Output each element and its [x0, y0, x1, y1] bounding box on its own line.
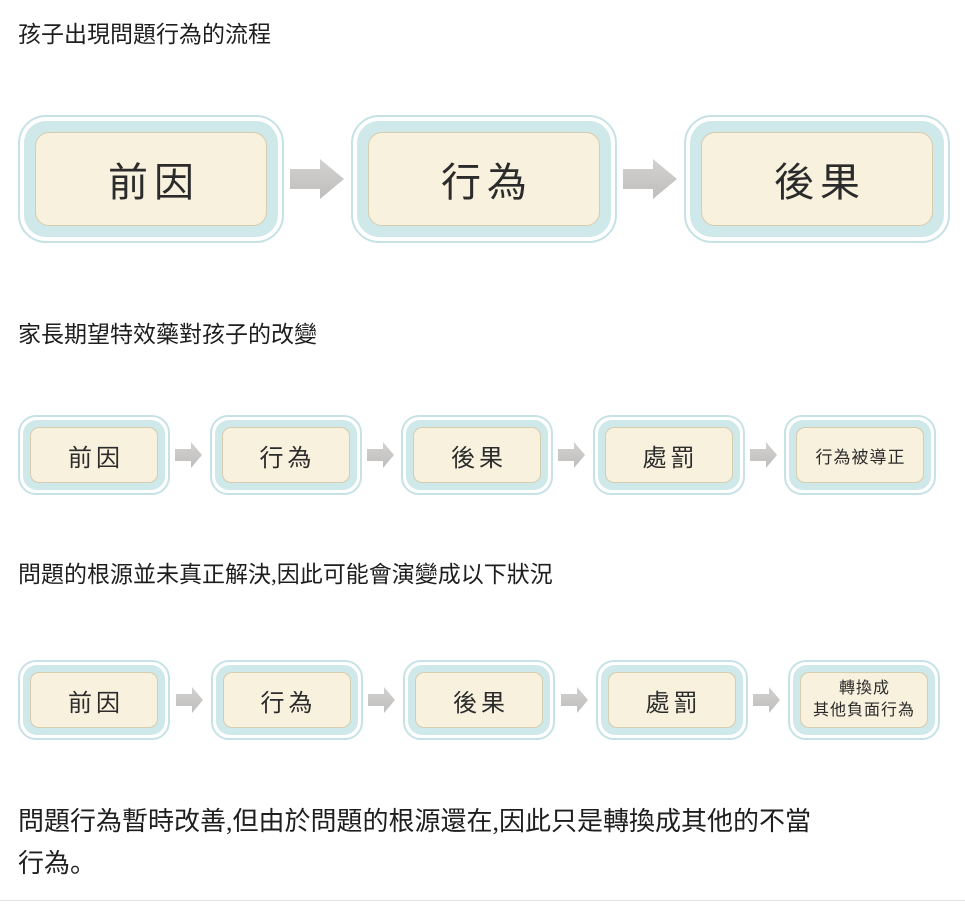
arrow-right-icon [289, 159, 344, 199]
flow-step-box-consequence: 後果 [684, 115, 950, 243]
box-inner: 行為被導正 [796, 427, 924, 483]
flow-step-label: 處罰 [645, 689, 702, 717]
box-inner: 前因 [30, 427, 158, 483]
arrow-right-icon [368, 687, 396, 713]
arrow-right-icon [749, 442, 777, 468]
arrow-right-icon [558, 442, 586, 468]
box-band: 行為被導正 [789, 420, 931, 490]
flow-step-box-antecedent: 前因 [18, 415, 170, 495]
flow-step-box-behavior: 行為 [209, 415, 362, 495]
box-inner: 行為 [368, 132, 600, 226]
box-band: 前因 [23, 420, 165, 490]
flow-step-label: 後果 [453, 689, 509, 717]
box-band: 處罰 [600, 665, 743, 735]
heading-flow-process: 孩子出現問題行為的流程 [18, 22, 271, 47]
flow-step-label: 處罰 [642, 444, 699, 472]
flow-step-box-consequence: 後果 [401, 415, 553, 495]
box-inner: 後果 [413, 427, 541, 483]
flow-step-box-corrected: 行為被導正 [784, 415, 936, 495]
bottom-divider [0, 900, 965, 901]
box-band: 後果 [690, 121, 944, 237]
box-band: 轉換成 其他負面行為 [793, 665, 935, 735]
heading-parent-expectation: 家長期望特效藥對孩子的改變 [18, 322, 317, 347]
flow-diagram-abc: 前因 行為 後果 [18, 115, 950, 243]
arrow-right-icon [622, 159, 677, 199]
arrow-right-icon [366, 442, 394, 468]
flow-step-label: 行為 [259, 444, 316, 472]
flow-step-box-behavior: 行為 [210, 660, 363, 740]
box-band: 前因 [24, 121, 278, 237]
flow-diagram-expected: 前因 行為 後果 處罰 [18, 415, 936, 495]
arrow-right-icon [175, 687, 203, 713]
footer-paragraph: 問題行為暫時改善,但由於問題的根源還在,因此只是轉換成其他的不當 行為。 [18, 807, 812, 878]
box-inner: 處罰 [607, 672, 736, 728]
flow-step-box-punishment: 處罰 [595, 660, 748, 740]
flow-step-box-consequence: 後果 [403, 660, 555, 740]
flow-diagram-actual: 前因 行為 後果 處罰 [18, 660, 940, 740]
box-inner: 後果 [701, 132, 933, 226]
box-inner: 後果 [415, 672, 543, 728]
box-inner: 前因 [30, 672, 158, 728]
box-inner: 行為 [222, 672, 351, 728]
box-inner: 行為 [221, 427, 350, 483]
flow-step-label: 行為 [260, 689, 317, 717]
box-band: 行為 [357, 121, 611, 237]
flow-step-box-negative-behavior: 轉換成 其他負面行為 [788, 660, 940, 740]
box-band: 前因 [23, 665, 165, 735]
heading-root-cause: 問題的根源並未真正解決,因此可能會演變成以下狀況 [18, 562, 553, 587]
flow-step-label: 行為 [441, 161, 533, 205]
flow-step-label: 後果 [774, 161, 866, 205]
box-band: 行為 [215, 665, 358, 735]
box-inner: 轉換成 其他負面行為 [800, 672, 928, 728]
arrow-right-icon [753, 687, 781, 713]
flow-step-label: 轉換成 其他負面行為 [812, 680, 915, 719]
box-band: 行為 [214, 420, 357, 490]
flow-step-label: 前因 [108, 161, 200, 205]
flow-step-label: 行為被導正 [815, 447, 906, 467]
arrow-right-icon [560, 687, 588, 713]
box-inner: 處罰 [604, 427, 733, 483]
flow-step-box-punishment: 處罰 [592, 415, 745, 495]
box-inner: 前因 [35, 132, 267, 226]
box-band: 後果 [408, 665, 550, 735]
flow-step-box-antecedent: 前因 [18, 660, 170, 740]
flow-step-box-antecedent: 前因 [18, 115, 284, 243]
flow-step-label: 前因 [68, 689, 124, 717]
box-band: 處罰 [597, 420, 740, 490]
flow-step-label: 前因 [68, 444, 124, 472]
flow-step-label: 後果 [451, 444, 507, 472]
arrow-right-icon [175, 442, 203, 468]
flow-step-box-behavior: 行為 [351, 115, 617, 243]
box-band: 後果 [406, 420, 548, 490]
